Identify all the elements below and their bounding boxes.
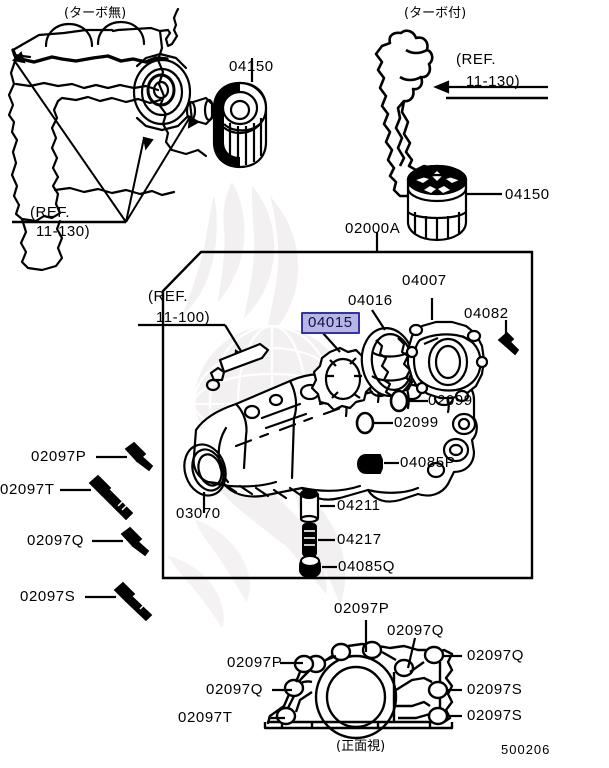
front-view-callout-right-upper[interactable]: 02097Q: [467, 647, 524, 664]
relief-spring-illustration: [302, 523, 317, 557]
callout-04217[interactable]: 04217: [337, 531, 382, 548]
callout-04085Q[interactable]: 04085Q: [338, 558, 395, 575]
oring-upper-illustration: [389, 389, 409, 413]
bolt-02097p-illustration: [124, 441, 154, 472]
callout-02000A[interactable]: 02000A: [345, 220, 401, 237]
front-view-leaders: [268, 620, 462, 720]
callout-04015-highlighted[interactable]: 04015: [301, 312, 360, 334]
plug-04085p-illustration: [356, 454, 383, 474]
diagram-id: 500206: [501, 742, 551, 757]
front-view-callout-top-right-inner[interactable]: 02097Q: [387, 622, 444, 639]
callout-02099-upper[interactable]: 02099: [428, 392, 473, 409]
pump-cover-illustration: [405, 320, 489, 403]
leader-04016: [371, 309, 386, 331]
front-view-cover-illustration: [263, 640, 454, 740]
front-view-callout-right-lower[interactable]: 02097S: [467, 707, 523, 724]
relief-seat-illustration: [299, 488, 320, 524]
callout-02097Q-left[interactable]: 02097Q: [27, 532, 84, 549]
bolt-02097s-illustration: [113, 581, 153, 622]
front-oil-seal-illustration: [183, 443, 227, 497]
callout-04016[interactable]: 04016: [348, 292, 393, 309]
ref-11-130-right-leader: [433, 80, 548, 100]
front-view-callout-top-center[interactable]: 02097P: [334, 600, 390, 617]
plug-04085q-illustration: [299, 554, 321, 579]
callout-02097T-left[interactable]: 02097T: [0, 481, 55, 498]
callout-02099-lower[interactable]: 02099: [394, 414, 439, 431]
front-view-callout-right-middle[interactable]: 02097S: [467, 681, 523, 698]
bolt-02097q-illustration: [120, 526, 150, 557]
oil-filter-turbo-illustration: [406, 164, 468, 242]
oil-jet-illustration: [205, 342, 270, 392]
callout-04085P[interactable]: 04085P: [400, 454, 456, 471]
front-view-callout-left-upper[interactable]: 02097P: [227, 654, 283, 671]
ref-11-130-right-line2: 11-130): [466, 73, 521, 90]
ref-11-130-left-line2: 11-130): [36, 223, 91, 240]
ref-11-130-left-line1: (REF.: [30, 204, 70, 221]
ref-11-130-left-leaders: [11, 51, 200, 224]
assembly-group-box: [161, 250, 534, 580]
inner-rotor-illustration: [310, 346, 376, 412]
ref-11-130-right-line1: (REF.: [456, 51, 496, 68]
cover-bolt-illustration: [497, 331, 520, 356]
oil-filter-non-turbo-illustration: [212, 81, 268, 169]
callout-02097S-left[interactable]: 02097S: [20, 588, 76, 605]
front-view-callout-left-middle[interactable]: 02097Q: [206, 681, 263, 698]
oring-lower-illustration: [355, 411, 375, 435]
callout-04007[interactable]: 04007: [402, 272, 447, 289]
outer-rotor-illustration: [360, 327, 416, 397]
leader-04015: [321, 331, 341, 353]
caption-non-turbo: (ターボ無): [64, 6, 127, 21]
callout-04150-turbo[interactable]: 04150: [505, 186, 550, 203]
ref-11-100-line2: 11-100): [156, 309, 211, 326]
front-view-callout-left-lower[interactable]: 02097T: [178, 709, 233, 726]
callout-02097P-left[interactable]: 02097P: [31, 448, 87, 465]
ref-11-100-line1: (REF.: [148, 288, 188, 305]
callout-04150-non-turbo[interactable]: 04150: [229, 58, 274, 75]
callout-04211[interactable]: 04211: [337, 497, 381, 514]
caption-turbo: (ターボ付): [404, 6, 467, 21]
caption-front-view: (正面視): [336, 739, 386, 754]
callout-04082[interactable]: 04082: [464, 305, 509, 322]
bolt-02097t-illustration: [88, 474, 134, 521]
callout-03070[interactable]: 03070: [176, 505, 221, 522]
